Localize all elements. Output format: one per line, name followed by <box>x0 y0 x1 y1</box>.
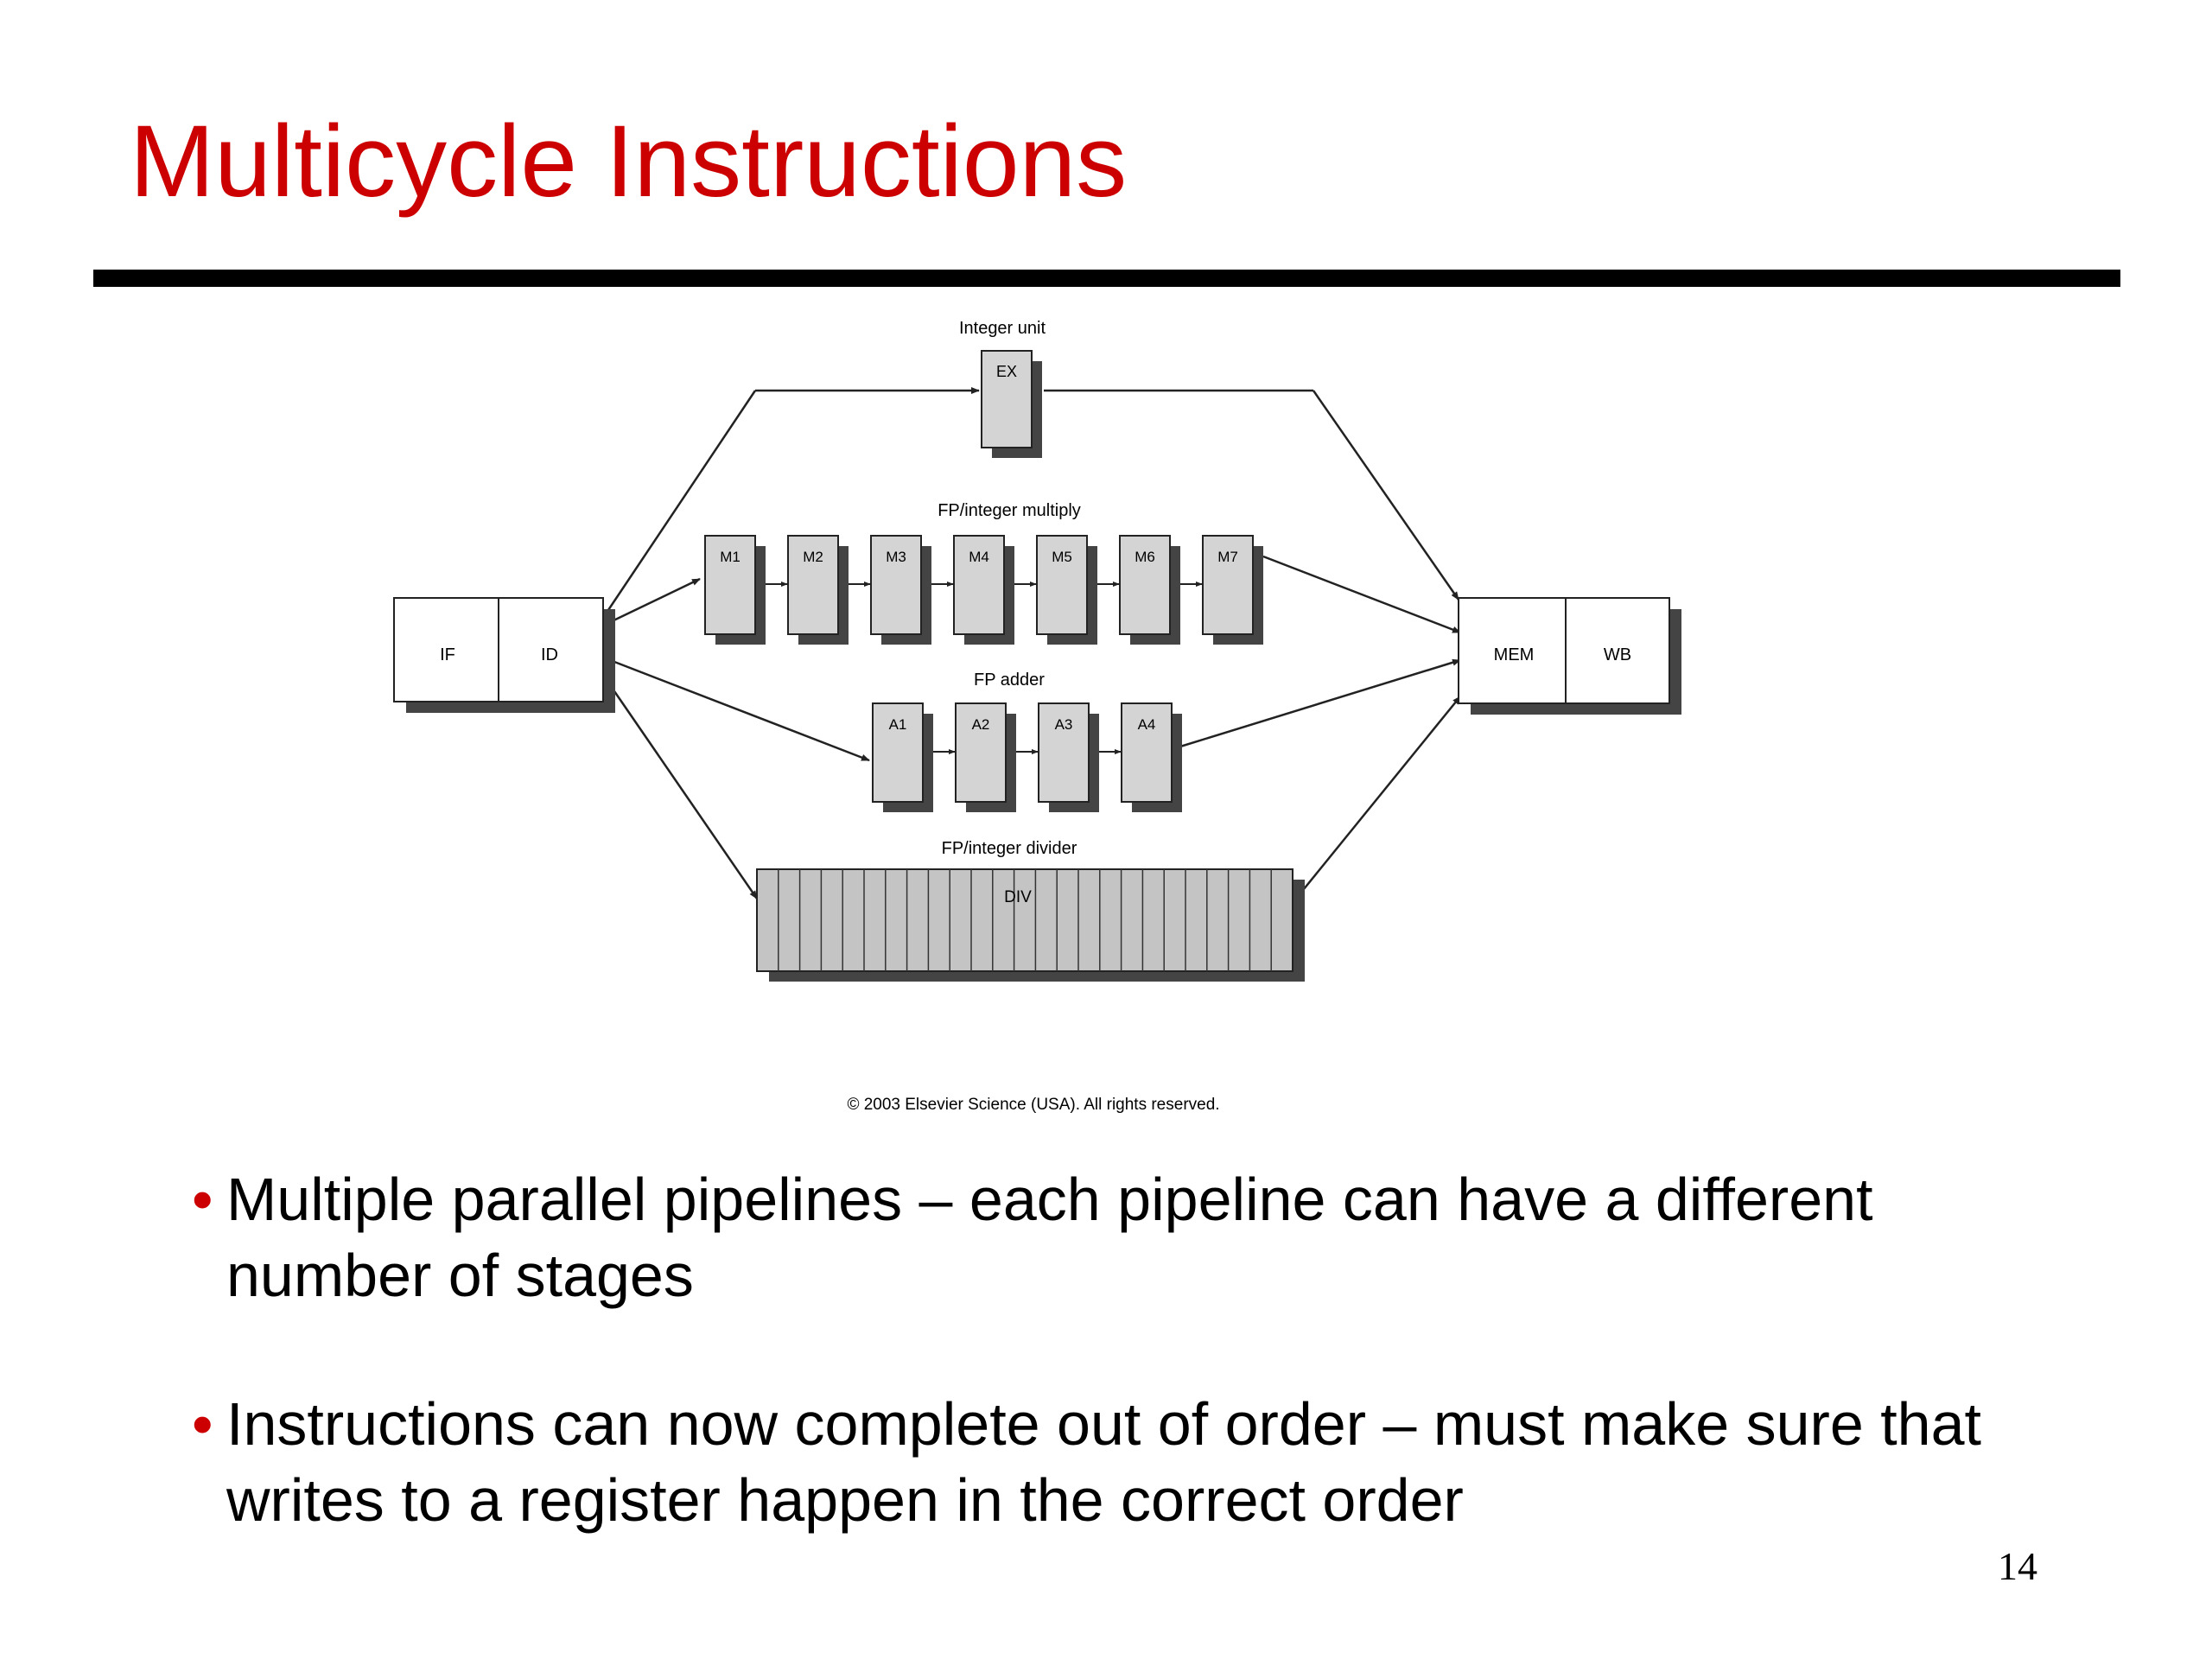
path-id-to-ex <box>603 390 757 616</box>
stage-m4: M4 <box>969 549 989 565</box>
a-stage-1 <box>872 702 933 812</box>
stage-ex-box <box>981 350 1042 458</box>
divider-unit <box>756 868 1305 982</box>
bullet-marker: • <box>192 1390 213 1458</box>
stage-a3: A3 <box>1055 716 1073 733</box>
path-m7-to-mem <box>1262 555 1461 634</box>
adder-pipeline <box>872 702 1182 812</box>
bullet-marker: • <box>192 1166 213 1233</box>
m-stage-5 <box>1036 535 1097 645</box>
page-number: 14 <box>1998 1544 2037 1588</box>
bullet-item: • Instructions can now complete out of o… <box>192 1386 2093 1538</box>
stage-m1: M1 <box>720 549 741 565</box>
stage-m2: M2 <box>803 549 823 565</box>
a-stage-4 <box>1121 702 1182 812</box>
m-stage-6 <box>1119 535 1180 645</box>
mem-wb-block <box>1458 597 1681 715</box>
stage-id: ID <box>541 645 558 664</box>
path-id-to-m1 <box>609 577 701 624</box>
path-a4-to-mem <box>1179 658 1461 748</box>
stage-m5: M5 <box>1052 549 1072 565</box>
m-stage-2 <box>787 535 849 645</box>
slide-title: Multicycle Instructions <box>130 105 1128 219</box>
bullet-item: • Multiple parallel pipelines – each pip… <box>192 1161 2093 1313</box>
stage-ex: EX <box>996 363 1017 380</box>
stage-if: IF <box>440 645 455 664</box>
bullet-text: Instructions can now complete out of ord… <box>226 1390 1981 1534</box>
a-stage-3 <box>1038 702 1099 812</box>
a-stage-2 <box>955 702 1016 812</box>
integer-unit-label: Integer unit <box>959 319 1046 338</box>
m-stage-3 <box>870 535 931 645</box>
multiply-pipeline <box>704 535 1263 645</box>
fp-multiply-label: FP/integer multiply <box>938 501 1081 520</box>
stage-div: DIV <box>1004 888 1032 906</box>
m-stage-4 <box>953 535 1014 645</box>
bullet-list: • Multiple parallel pipelines – each pip… <box>192 1161 2093 1611</box>
stage-m6: M6 <box>1135 549 1155 565</box>
path-id-to-div <box>603 677 759 899</box>
copyright-note: © 2003 Elsevier Science (USA). All right… <box>847 1096 1219 1114</box>
path-id-to-a1 <box>609 658 870 762</box>
stage-m7: M7 <box>1217 549 1238 565</box>
m-stage-1 <box>704 535 766 645</box>
path-ex-to-mem <box>1312 390 1460 601</box>
stage-a4: A4 <box>1138 716 1156 733</box>
if-id-block <box>393 597 615 713</box>
m-stage-7 <box>1202 535 1263 645</box>
stage-wb: WB <box>1604 645 1631 664</box>
stage-mem: MEM <box>1494 645 1535 664</box>
stage-a1: A1 <box>889 716 907 733</box>
fp-divider-label: FP/integer divider <box>942 839 1077 858</box>
title-divider <box>93 270 2120 287</box>
path-div-to-mem <box>1295 696 1461 899</box>
stage-a2: A2 <box>972 716 990 733</box>
stage-m3: M3 <box>886 549 906 565</box>
fp-adder-label: FP adder <box>974 671 1045 690</box>
bullet-text: Multiple parallel pipelines – each pipel… <box>226 1166 1873 1309</box>
